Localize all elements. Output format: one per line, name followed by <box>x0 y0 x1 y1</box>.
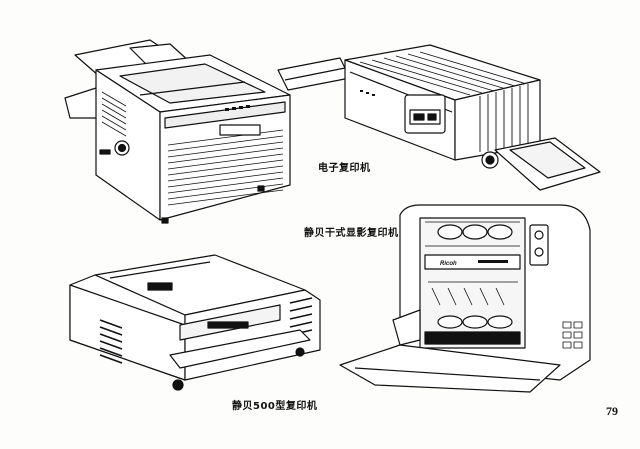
copier-illustration-2 <box>277 44 601 191</box>
page-number: 79 <box>606 404 618 418</box>
caption-model-500-copier: 静贝500型复印机 <box>232 401 318 412</box>
copier-illustration-4: Ricoh <box>339 204 591 393</box>
svg-text:Ricoh: Ricoh <box>440 261 457 267</box>
copier-illustration-3 <box>69 254 321 391</box>
copier-illustration-1 <box>64 39 291 224</box>
caption-xerographic-copier: 静贝干式显影复印机 <box>304 228 399 239</box>
caption-electronic-copier: 电子复印机 <box>318 163 371 174</box>
